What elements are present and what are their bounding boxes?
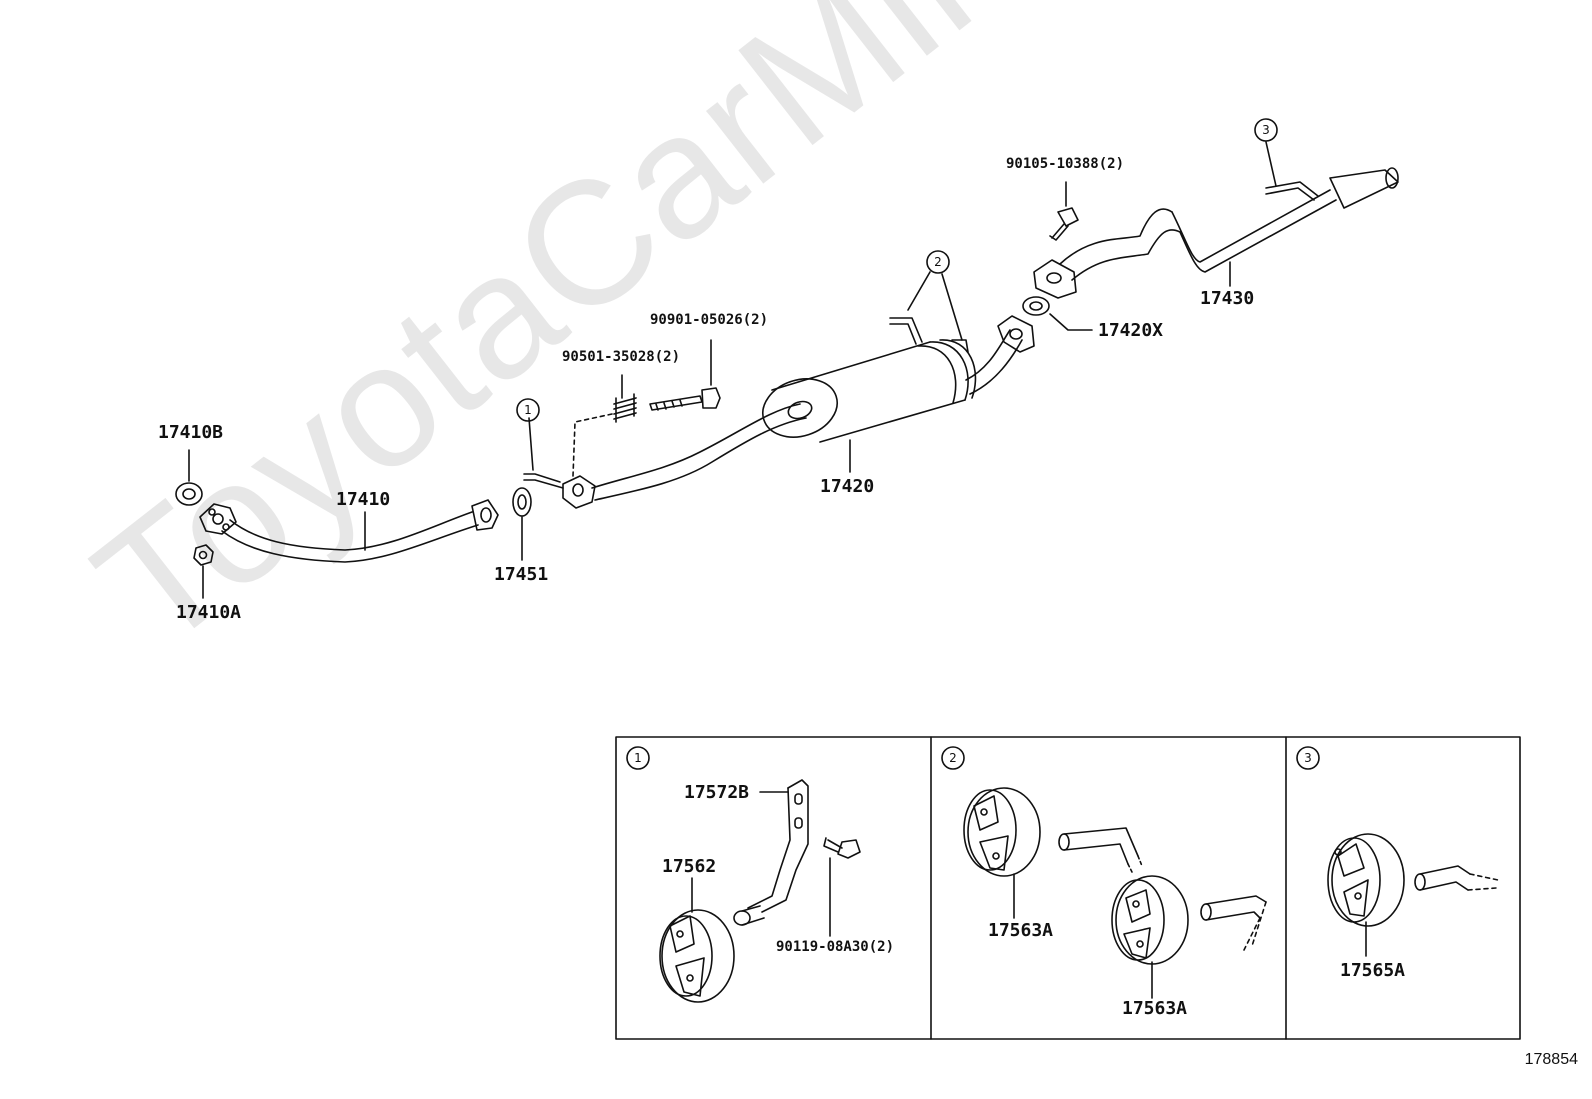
label-17563a-bottom[interactable]: 17563A: [1122, 998, 1188, 1019]
gasket-17451-part[interactable]: [512, 487, 532, 517]
label-17420[interactable]: 17420: [820, 476, 875, 497]
spring-90501-part[interactable]: [613, 393, 637, 423]
inset-3-number: 3: [1304, 751, 1312, 765]
hanger-17563a-top-part[interactable]: [963, 787, 1041, 877]
label-17410a[interactable]: 17410A: [176, 602, 242, 623]
label-17420x[interactable]: 17420X: [1098, 320, 1164, 341]
center-pipe-part[interactable]: [523, 403, 807, 509]
leader-callout-2a: [907, 271, 931, 311]
callout-number-2: 2: [934, 255, 942, 269]
callout-circle-3[interactable]: [1254, 118, 1278, 142]
hanger-17562-part[interactable]: [659, 909, 735, 1003]
inset-2-circle: [941, 746, 965, 770]
label-17565a[interactable]: 17565A: [1340, 960, 1406, 981]
callout-number-3: 3: [1262, 123, 1270, 137]
label-17430[interactable]: 17430: [1200, 288, 1255, 309]
nut-17410a-part[interactable]: [193, 544, 214, 566]
hanger-17565a-part[interactable]: [1327, 833, 1405, 927]
stub-pipe-2a: [1058, 827, 1143, 873]
gasket-17410b-part[interactable]: [175, 482, 203, 506]
bolt-90119-part[interactable]: [823, 837, 861, 859]
hanger-17563a-bottom-part[interactable]: [1111, 875, 1189, 965]
leader-callout-1: [528, 417, 534, 471]
stub-pipe-3: [1414, 865, 1499, 891]
inset-frame: [615, 736, 1521, 1040]
inset-1-circle: [626, 746, 650, 770]
label-90119-08a30[interactable]: 90119-08A30(2): [776, 939, 895, 955]
label-17410[interactable]: 17410: [336, 489, 391, 510]
label-90501-35028[interactable]: 90501-35028(2): [562, 349, 681, 365]
gasket-17420x-part[interactable]: [1022, 296, 1050, 316]
inset-1-number: 1: [634, 751, 642, 765]
front-pipe-17410-part[interactable]: [199, 499, 499, 563]
inset-2-number: 2: [949, 751, 957, 765]
leader-callout-3: [1265, 141, 1277, 187]
stub-pipe-2b: [1200, 895, 1267, 951]
diagram-code: 178854: [1524, 1051, 1578, 1068]
label-17572b[interactable]: 17572B: [684, 782, 750, 803]
label-17563a-top[interactable]: 17563A: [988, 920, 1054, 941]
callout-circle-2[interactable]: [926, 250, 950, 274]
label-17451[interactable]: 17451: [494, 564, 549, 585]
tail-pipe-17430-part[interactable]: [1033, 167, 1399, 299]
label-17562[interactable]: 17562: [662, 856, 717, 877]
bracket-17572b-part[interactable]: [733, 779, 809, 926]
assembly-dashed-line: [572, 413, 613, 477]
callout-circle-1[interactable]: [516, 398, 540, 422]
bolt-90901-part[interactable]: [649, 387, 721, 411]
callout-number-1: 1: [524, 403, 532, 417]
muffler-17420-part[interactable]: [755, 315, 1035, 446]
leader-callout-2b: [941, 273, 963, 341]
label-90105-10388[interactable]: 90105-10388(2): [1006, 156, 1125, 172]
leader-17420x: [1049, 313, 1093, 331]
label-90901-05026[interactable]: 90901-05026(2): [650, 312, 769, 328]
label-17410b[interactable]: 17410B: [158, 422, 224, 443]
inset-3-circle: [1296, 746, 1320, 770]
bolt-90105-part[interactable]: [1049, 207, 1079, 241]
